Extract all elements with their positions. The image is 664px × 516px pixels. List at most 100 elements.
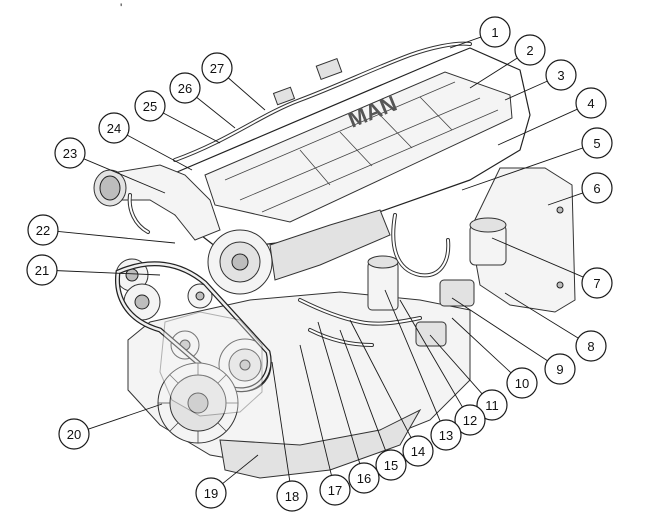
callout-25: 25	[134, 90, 166, 122]
callout-11: 11	[476, 389, 508, 421]
callout-number: 20	[67, 427, 81, 442]
header-mark: '	[120, 1, 122, 15]
harness-connector	[272, 86, 296, 106]
callout-26: 26	[169, 72, 201, 104]
callout-circle	[430, 419, 462, 451]
leader-line-25	[163, 112, 221, 144]
callout-number: 19	[204, 486, 218, 501]
leader-line-8	[504, 292, 579, 339]
starter-solenoid	[415, 321, 447, 347]
callout-number: 21	[35, 263, 49, 278]
leader-line-14	[349, 319, 412, 438]
leader-line-16	[317, 321, 361, 464]
callout-number: 15	[384, 458, 398, 473]
callout-circle	[134, 90, 166, 122]
callout-circle	[54, 137, 86, 169]
callout-19: 19	[195, 477, 227, 509]
callout-number: 9	[556, 362, 563, 377]
housing-bolt	[556, 206, 564, 214]
leader-line-12	[399, 299, 463, 408]
callout-circle	[375, 449, 407, 481]
leader-line-24	[126, 134, 193, 171]
harness-connector	[315, 58, 343, 80]
callout-circle	[348, 462, 380, 494]
callout-number: 12	[463, 413, 477, 428]
callout-number: 4	[587, 96, 594, 111]
callout-15: 15	[375, 449, 407, 481]
leader-line-5	[461, 147, 583, 191]
leader-line-17	[299, 344, 332, 476]
callout-circle	[98, 112, 130, 144]
intake-pipe	[99, 164, 221, 241]
callout-circle	[506, 367, 538, 399]
coolant-pipe	[391, 213, 451, 278]
callout-2: 2	[514, 34, 546, 66]
fuel-pump	[439, 279, 475, 307]
callout-circle	[454, 404, 486, 436]
callout-6: 6	[581, 172, 613, 204]
oil-filter	[367, 261, 399, 311]
callout-circle	[276, 480, 308, 512]
engine-illustration: MAN	[93, 41, 576, 479]
callout-16: 16	[348, 462, 380, 494]
valve-cover	[204, 71, 513, 223]
callout-circle	[26, 254, 58, 286]
leader-line-3	[504, 80, 548, 101]
callout-13: 13	[430, 419, 462, 451]
leader-line-7	[491, 237, 584, 278]
callout-circle	[581, 172, 613, 204]
callout-circle	[544, 353, 576, 385]
callout-circle	[476, 389, 508, 421]
callout-number: 3	[557, 68, 564, 83]
callout-circle	[402, 435, 434, 467]
callout-18: 18	[276, 480, 308, 512]
leader-line-26	[196, 97, 236, 129]
callout-10: 10	[506, 367, 538, 399]
leader-line-19	[222, 454, 259, 484]
callout-circle	[581, 267, 613, 299]
callout-circle	[195, 477, 227, 509]
callout-22: 22	[27, 214, 59, 246]
callout-number: 22	[36, 223, 50, 238]
callout-number: 2	[526, 43, 533, 58]
leader-line-1	[449, 36, 482, 49]
leader-line-20	[88, 403, 163, 430]
callout-number: 11	[485, 398, 499, 413]
callout-circle	[514, 34, 546, 66]
callout-number: 17	[328, 483, 342, 498]
callout-number: 16	[357, 471, 371, 486]
callout-labels: 1234567891011121314151617181920212223242…	[26, 16, 613, 512]
callout-14: 14	[402, 435, 434, 467]
callout-number: 23	[63, 146, 77, 161]
exhaust-manifold	[269, 209, 391, 281]
callout-number: 5	[593, 136, 600, 151]
callout-number: 24	[107, 121, 121, 136]
callout-circle	[169, 72, 201, 104]
callout-12: 12	[454, 404, 486, 436]
callout-number: 14	[411, 444, 425, 459]
callout-number: 6	[593, 181, 600, 196]
callout-number: 8	[587, 339, 594, 354]
leader-line-9	[451, 297, 548, 362]
callout-number: 26	[178, 81, 192, 96]
leader-line-23	[83, 158, 166, 194]
callout-4: 4	[575, 87, 607, 119]
callout-number: 10	[515, 376, 529, 391]
callout-number: 13	[439, 428, 453, 443]
leader-line-4	[497, 108, 578, 146]
callout-circle	[581, 127, 613, 159]
callout-circle	[27, 214, 59, 246]
callout-circle	[319, 474, 351, 506]
callout-circle	[575, 87, 607, 119]
callout-number: 27	[210, 61, 224, 76]
leader-line-21	[56, 270, 161, 276]
leader-line-11	[429, 334, 483, 395]
housing-bolt	[556, 281, 564, 289]
callout-1: 1	[479, 16, 511, 48]
leader-line-6	[547, 192, 583, 206]
leader-lines	[56, 36, 584, 484]
callout-9: 9	[544, 353, 576, 385]
callout-number: 18	[285, 489, 299, 504]
callout-27: 27	[201, 52, 233, 84]
